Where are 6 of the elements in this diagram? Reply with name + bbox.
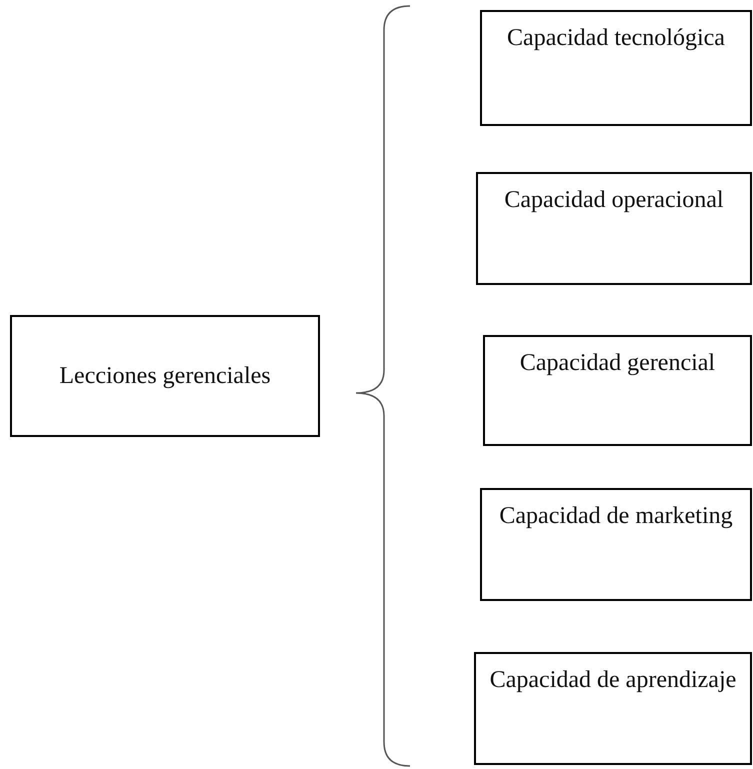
text-box: Capacidad de aprendizaje xyxy=(474,652,752,765)
text-box: Capacidad tecnológica xyxy=(480,10,752,126)
text-box: Capacidad de marketing xyxy=(480,488,752,601)
text-box: Capacidad gerencial xyxy=(483,335,752,446)
text-box: Capacidad operacional xyxy=(476,172,752,285)
text-box: Lecciones gerenciales xyxy=(10,315,320,437)
